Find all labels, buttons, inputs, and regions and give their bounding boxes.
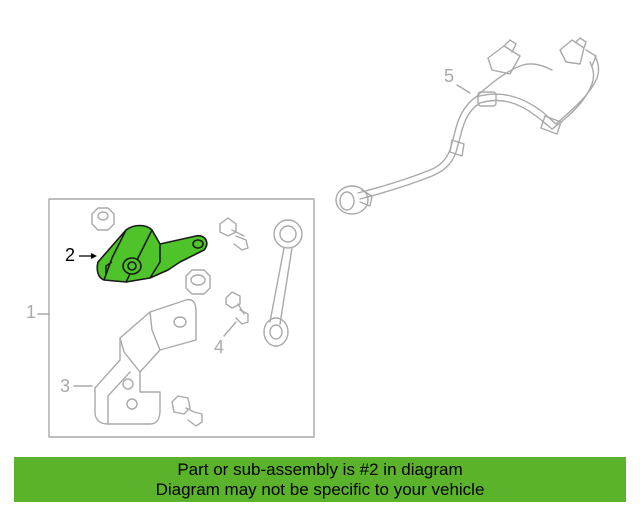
bracket-part-3 <box>94 298 197 425</box>
bolt-part-4 <box>225 291 249 325</box>
bolt-fastener-upper <box>219 217 249 251</box>
control-link-rod <box>263 219 303 347</box>
callout-5-leader <box>456 84 471 94</box>
bolt-fastener-lower <box>171 395 203 427</box>
callout-3-label: 3 <box>60 376 71 396</box>
part-info-banner: Part or sub-assembly is #2 in diagram Di… <box>14 457 626 502</box>
wiring-harness-part-5 <box>335 37 600 215</box>
nut-fastener-top <box>91 207 115 231</box>
callout-2-label: 2 <box>65 245 76 265</box>
banner-line-part-number: Part or sub-assembly is #2 in diagram <box>177 460 463 479</box>
callout-4-label: 4 <box>214 337 225 357</box>
callout-5-label: 5 <box>444 66 455 86</box>
callout-2-arrowhead <box>91 253 97 259</box>
nut-fastener-middle <box>185 269 211 295</box>
height-sensor-part-2-highlighted <box>96 224 208 283</box>
callout-4-leader <box>223 321 237 337</box>
parts-diagram <box>37 37 600 438</box>
callout-1-label: 1 <box>26 302 37 322</box>
banner-line-disclaimer: Diagram may not be specific to your vehi… <box>155 480 485 499</box>
